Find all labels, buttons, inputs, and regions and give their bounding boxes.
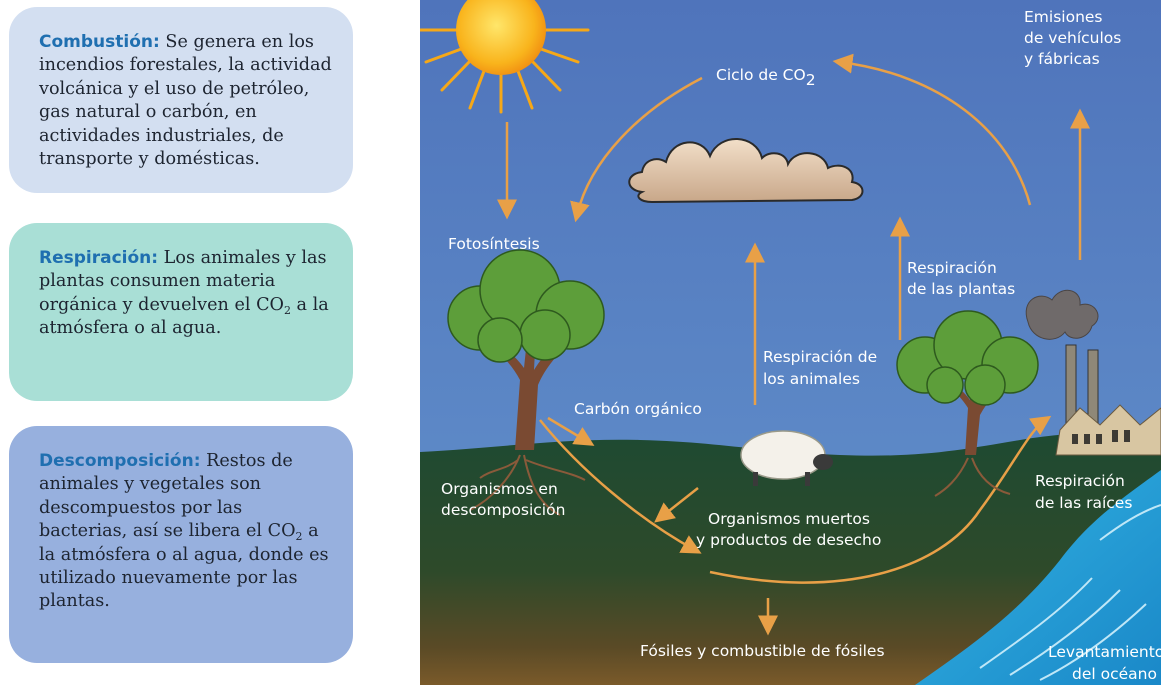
decomposition-co2-subscript: 2 <box>295 530 303 544</box>
emissions-label: Emisiones de vehículos y fábricas <box>1024 8 1126 68</box>
right-tree-icon <box>896 310 1039 497</box>
animal-respiration-label: Respiración de los animales <box>763 348 882 388</box>
cloud-icon <box>628 138 864 204</box>
cycle-title: Ciclo de CO2 <box>716 66 816 89</box>
sky-background <box>420 0 1161 470</box>
carbon-cycle-diagram: Ciclo de CO2 Emisiones de vehículos y fá… <box>420 0 1161 685</box>
ocean-uplift-label: Levantamiento del océano <box>1048 643 1161 683</box>
sheep-icon <box>740 430 833 486</box>
decomposition-term: Descomposición: <box>39 451 201 471</box>
respiration-text: Los animales y las plantas consumen mate… <box>39 248 327 315</box>
organic-carbon-arrow <box>547 416 595 446</box>
decomposition-arrow <box>539 419 702 554</box>
respiration-text-end: a la atmósfera o al agua. <box>39 294 329 339</box>
plant-respiration-label: Respiración de las plantas <box>907 259 1015 298</box>
sun-icon <box>420 0 590 114</box>
ground <box>420 432 1161 685</box>
left-tree-icon <box>447 249 605 516</box>
root-respiration-arrow <box>709 415 1052 584</box>
dead-organisms-arrow <box>654 487 699 523</box>
combustion-text: Se genera en los incendios forestales, l… <box>39 32 332 170</box>
cycle-arrow-left <box>570 76 703 223</box>
ocean-icon <box>915 470 1161 685</box>
dead-organisms-label: Organismos muertos y productos de desech… <box>696 510 881 549</box>
decomposition-text-end: a la atmósfera o al agua, donde es utili… <box>39 521 329 612</box>
respiration-co2-subscript: 2 <box>283 303 291 317</box>
decomposition-text: Restos de animales y vegetales son desco… <box>39 451 296 542</box>
decomposing-organisms-label: Organismos en descomposición <box>441 480 565 519</box>
fossils-label: Fósiles y combustible de fósiles <box>640 642 885 660</box>
factory-icon <box>1025 290 1161 456</box>
organic-carbon-label: Carbón orgánico <box>574 400 702 418</box>
cycle-arrow-right <box>832 53 1032 206</box>
root-respiration-label: Respiración de las raíces <box>1035 472 1132 512</box>
respiration-term: Respiración: <box>39 248 159 268</box>
respiration-card: Respiración: Los animales y las plantas … <box>9 223 353 401</box>
decomposition-card: Descomposición: Restos de animales y veg… <box>9 426 353 663</box>
carbon-cycle-illustration: Ciclo de CO2 Emisiones de vehículos y fá… <box>420 0 1161 685</box>
combustion-card: Combustión: Se genera en los incendios f… <box>9 7 353 193</box>
combustion-term: Combustión: <box>39 32 160 52</box>
photosynthesis-label: Fotosíntesis <box>448 235 540 253</box>
